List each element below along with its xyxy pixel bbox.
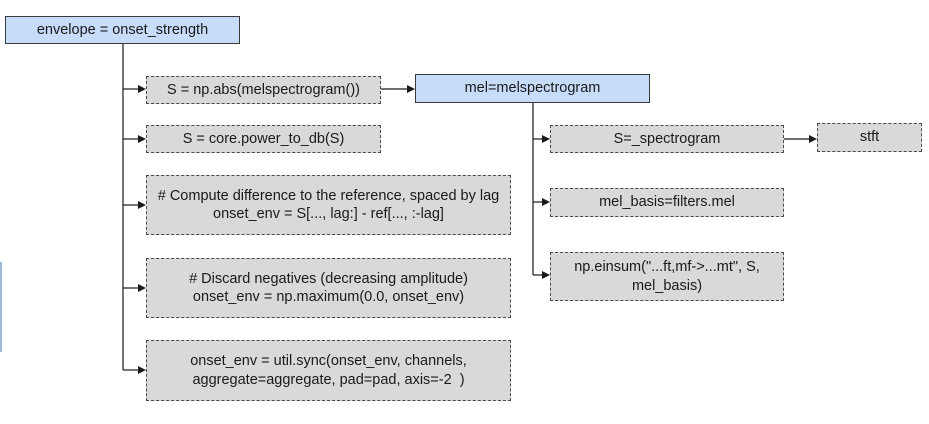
step-util-sync-line-1: onset_env = util.sync(onset_env, channel… — [190, 353, 467, 370]
mel-node-label: mel=melspectrogram — [464, 80, 601, 97]
step-compute-difference-code: onset_env = S[..., lag:] - ref[..., :-la… — [213, 206, 444, 222]
edge-spectrogram-to-stft-arrowhead — [809, 135, 817, 143]
root-node-label: envelope = onset_strength — [36, 21, 209, 38]
mel-step-spectrogram-text: S=_spectrogram — [613, 130, 721, 147]
edge-root-to-abs-arrowhead — [138, 85, 146, 93]
step-discard-negatives-code: onset_env = np.maximum(0.0, onset_env) — [192, 289, 465, 305]
step-abs-melspectrogram-text: S = np.abs(melspectrogram()) — [167, 81, 360, 98]
edge-mel-to-spectrogram-arrowhead — [542, 135, 550, 143]
mel-step-einsum: np.einsum("...ft,mf->...mt", S, mel_basi… — [550, 252, 784, 301]
mel-step-einsum-line-2: mel_basis) — [631, 277, 703, 294]
step-discard-negatives-comment: # Discard negatives (decreasing amplitud… — [189, 270, 468, 287]
mel-node: mel=melspectrogram — [415, 74, 650, 103]
step-util-sync: onset_env = util.sync(onset_env, channel… — [146, 340, 511, 401]
left-edge-mark — [0, 262, 2, 352]
edge-root-to-power-to-db-arrowhead — [138, 135, 146, 143]
mel-step-einsum-line-1: np.einsum("...ft,mf->...mt", S, — [574, 259, 760, 276]
edge-root-to-discard-arrowhead — [138, 284, 146, 292]
step-compute-difference-comment: # Compute difference to the reference, s… — [157, 187, 500, 204]
step-abs-melspectrogram: S = np.abs(melspectrogram()) — [146, 76, 381, 104]
step-compute-difference: # Compute difference to the reference, s… — [146, 175, 511, 235]
edge-mel-to-filters-arrowhead — [542, 198, 550, 206]
edge-abs-to-mel-arrowhead — [407, 85, 415, 93]
step-power-to-db-text: S = core.power_to_db(S) — [182, 130, 345, 147]
stft-node-label: stft — [859, 129, 880, 146]
stft-node: stft — [817, 123, 922, 152]
step-util-sync-line-2: aggregate=aggregate, pad=pad, axis=-2 ) — [192, 371, 465, 388]
mel-step-filters-text: mel_basis=filters.mel — [599, 194, 735, 211]
step-discard-negatives: # Discard negatives (decreasing amplitud… — [146, 258, 511, 318]
edge-root-to-difference-arrowhead — [138, 201, 146, 209]
step-power-to-db: S = core.power_to_db(S) — [146, 125, 381, 153]
mel-step-filters: mel_basis=filters.mel — [550, 188, 784, 217]
mel-step-spectrogram: S=_spectrogram — [550, 125, 784, 153]
edge-root-to-sync-arrowhead — [138, 366, 146, 374]
root-node: envelope = onset_strength — [5, 16, 240, 44]
edge-mel-to-einsum-arrowhead — [542, 271, 550, 279]
